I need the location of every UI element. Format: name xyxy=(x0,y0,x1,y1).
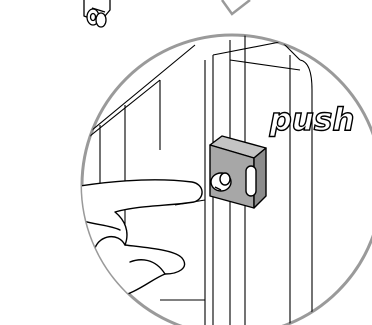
push-latch xyxy=(210,136,266,208)
push-label: push xyxy=(269,102,355,138)
hinge-icon xyxy=(84,0,110,27)
